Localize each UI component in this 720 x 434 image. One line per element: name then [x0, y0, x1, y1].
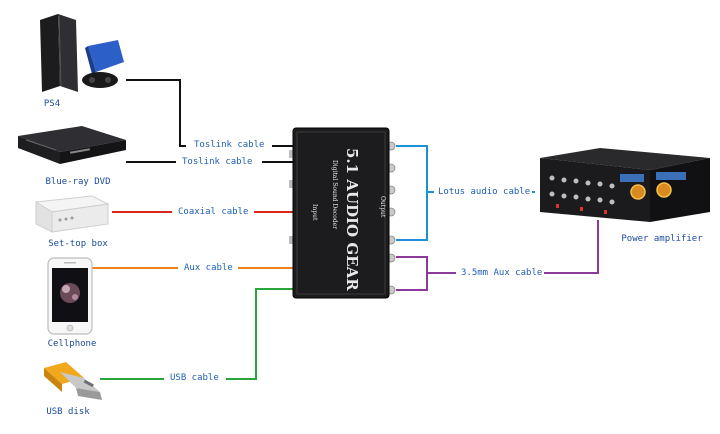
- bluray-device: Blue-ray DVD: [18, 126, 126, 187]
- usb-disk-icon: [44, 362, 102, 400]
- settop-box-icon: [34, 195, 110, 233]
- cellphone-icon: [47, 257, 93, 335]
- ps4-icon: [40, 14, 124, 92]
- decoder-title: 5.1 AUDIO GEAR: [343, 148, 361, 291]
- lotus-cable-line-top: [396, 145, 428, 241]
- coaxial-cable-label: Coaxial cable: [178, 207, 248, 217]
- power-amplifier-icon: [540, 148, 710, 222]
- aux-out-cable-line: [396, 256, 428, 291]
- decoder-output-label: Output: [379, 196, 386, 218]
- ps4-device: PS4: [40, 14, 124, 109]
- toslink-cable-label-1: Toslink cable: [194, 140, 264, 150]
- aux-out-cable-label: 3.5mm Aux cable: [461, 268, 542, 278]
- usb-label: USB disk: [46, 407, 90, 417]
- bluray-player-icon: [18, 126, 126, 164]
- aux-in-cable-label: Aux cable: [184, 263, 233, 273]
- settop-device: Set-top box: [34, 195, 110, 249]
- usb-cable-line: [100, 288, 300, 380]
- toslink-cable-1-line: [126, 79, 300, 147]
- cellphone-label: Cellphone: [48, 339, 97, 349]
- cable-labels: Toslink cable Toslink cable Coaxial cabl…: [164, 138, 544, 384]
- usb-cable-label: USB cable: [170, 373, 219, 383]
- decoder-input-label: Input: [311, 204, 318, 221]
- bluray-label: Blue-ray DVD: [45, 177, 110, 187]
- aux-out-cable-line-join: [427, 220, 599, 274]
- usb-device: USB disk: [44, 362, 102, 417]
- amplifier-device: Power amplifier: [540, 148, 710, 244]
- settop-label: Set-top box: [48, 239, 108, 249]
- decoder-subtitle: Digital Sound Decoder: [331, 160, 338, 229]
- lotus-cable-label: Lotus audio cable: [438, 187, 530, 197]
- cellphone-device: Cellphone: [47, 257, 97, 349]
- audio-decoder: 5.1 AUDIO GEAR Digital Sound Decoder Inp…: [289, 127, 396, 299]
- toslink-cable-label-2: Toslink cable: [182, 157, 252, 167]
- amplifier-label: Power amplifier: [621, 234, 703, 244]
- ps4-label: PS4: [44, 99, 60, 109]
